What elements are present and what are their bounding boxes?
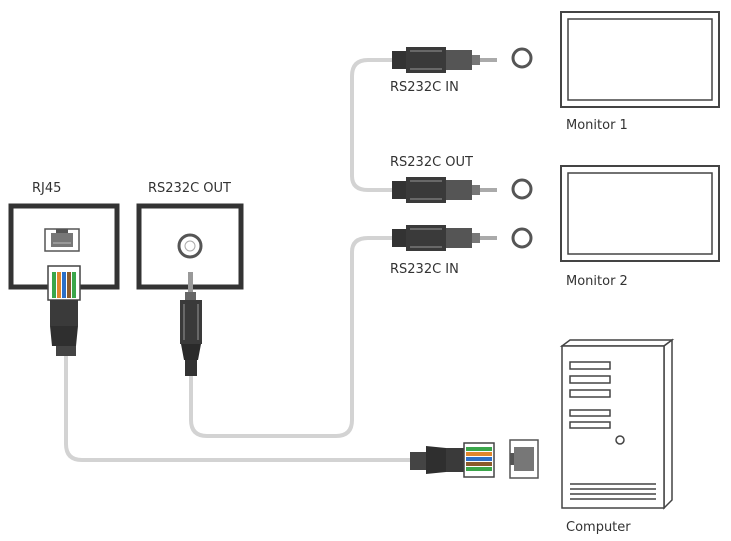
monitor-1-label: Monitor 1 bbox=[566, 118, 628, 133]
rj45-plug-icon bbox=[47, 265, 81, 356]
audio-jack-port-icon bbox=[177, 233, 203, 259]
stereo-plug-icon bbox=[392, 47, 497, 73]
rj45-label: RJ45 bbox=[32, 181, 61, 196]
stereo-plug-icon bbox=[180, 272, 202, 376]
audio-jack-port-icon bbox=[511, 178, 533, 200]
rs232c-cable bbox=[189, 236, 394, 438]
rj45-plug-icon bbox=[410, 442, 495, 478]
rs232c-in-1-label: RS232C IN bbox=[390, 80, 459, 95]
monitor-2-label: Monitor 2 bbox=[566, 274, 628, 289]
computer-label: Computer bbox=[566, 520, 631, 535]
rs232c-out-chain-label: RS232C OUT bbox=[390, 155, 473, 170]
stereo-plug-icon bbox=[392, 225, 497, 251]
monitor-2-icon bbox=[560, 165, 720, 262]
cables bbox=[64, 58, 412, 462]
lan-cable bbox=[64, 354, 412, 462]
desktop-tower-icon bbox=[559, 338, 675, 510]
monitor-1-icon bbox=[560, 11, 720, 108]
rs232c-out-panel-label: RS232C OUT bbox=[148, 181, 231, 196]
rs232c-in-2-label: RS232C IN bbox=[390, 262, 459, 277]
stereo-plug-icon bbox=[392, 177, 497, 203]
audio-jack-port-icon bbox=[511, 227, 533, 249]
ethernet-port-icon bbox=[44, 228, 80, 252]
ethernet-port-icon bbox=[509, 439, 539, 479]
daisy-chain-cable bbox=[350, 58, 394, 192]
audio-jack-port-icon bbox=[511, 47, 533, 69]
